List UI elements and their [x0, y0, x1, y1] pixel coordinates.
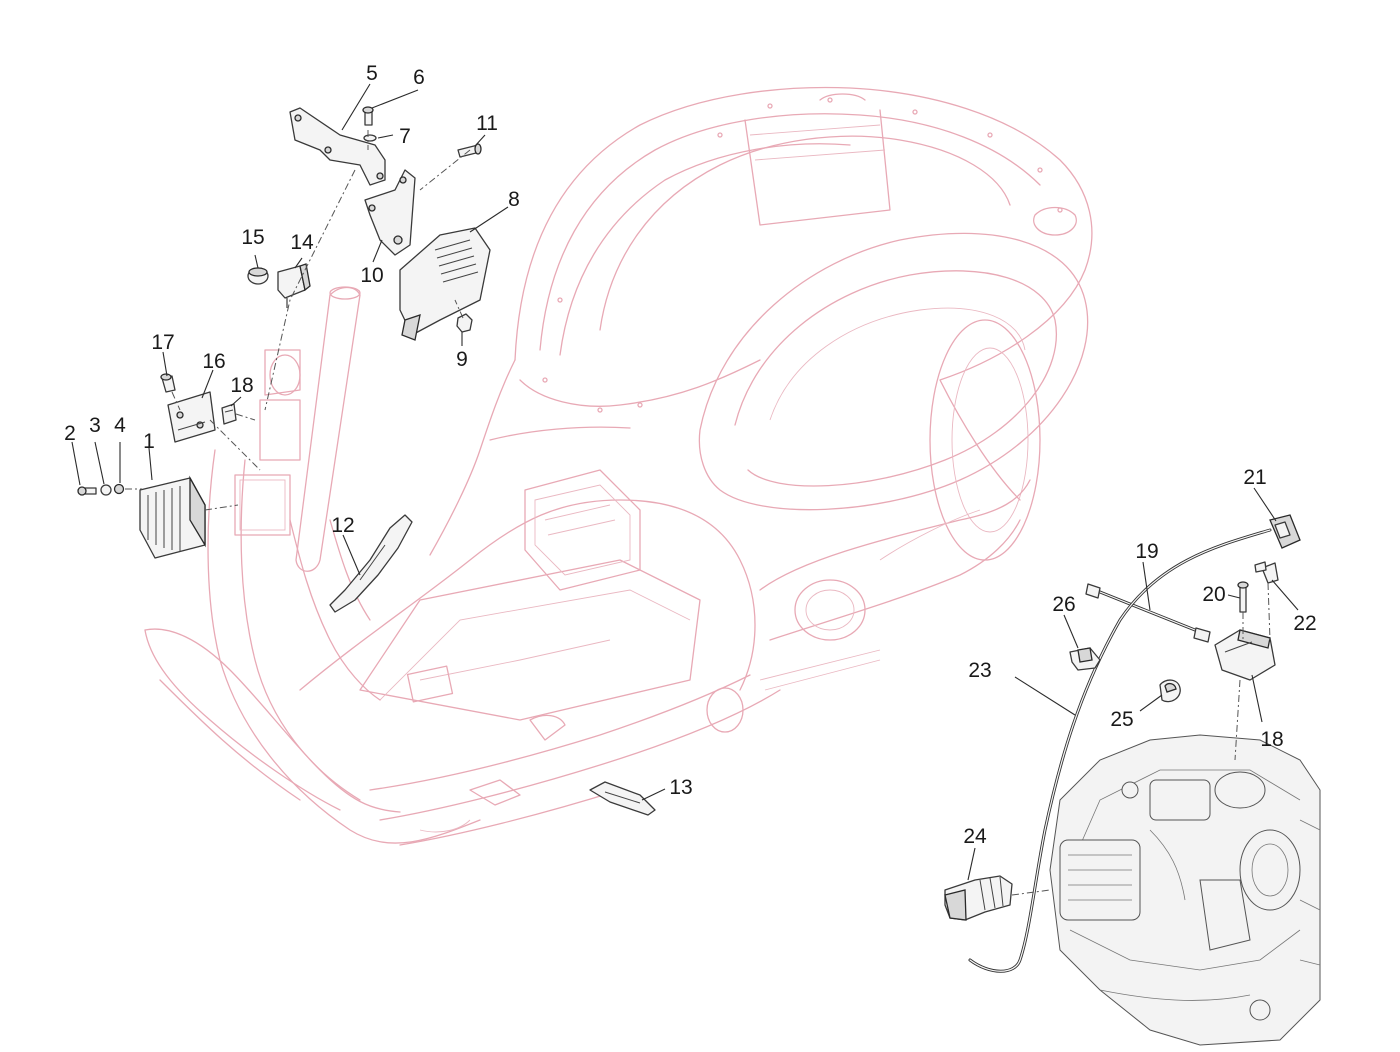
part-16-plate [167, 391, 216, 443]
callout-9: 9 [456, 348, 468, 371]
callout-15: 15 [241, 226, 264, 249]
part-14-relay [277, 263, 311, 308]
callout-13: 13 [669, 776, 692, 799]
part-17-screw [160, 373, 176, 393]
callout-16: 16 [202, 350, 225, 373]
callout-17: 17 [151, 331, 174, 354]
callout-labels: 1 2 3 4 5 6 7 8 9 10 11 12 13 14 15 16 1… [64, 62, 1317, 848]
part-19-sensor-wire [1085, 583, 1211, 643]
callout-7: 7 [399, 125, 411, 148]
callout-5: 5 [366, 62, 378, 85]
part-24-plug-cap [944, 875, 1051, 921]
part-9-nut [456, 313, 473, 333]
callout-21: 21 [1243, 466, 1266, 489]
part-5-bracket [289, 107, 386, 186]
callout-3: 3 [89, 414, 101, 437]
callout-11: 11 [476, 112, 498, 135]
callout-2: 2 [64, 422, 76, 445]
part-2-3-4-fasteners [77, 483, 142, 496]
part-12-guard [329, 514, 413, 613]
part-18-clip-left [221, 403, 237, 425]
callout-18-left: 18 [230, 374, 253, 397]
scooter-frame-outline [144, 86, 1093, 846]
callout-18-right: 18 [1260, 728, 1283, 751]
callout-22: 22 [1293, 612, 1316, 635]
assembly-lines [171, 130, 1271, 761]
callout-8: 8 [508, 188, 520, 211]
part-20-screw [1237, 581, 1249, 613]
part-26-clamp [1069, 647, 1101, 671]
part-15-sleeve [247, 267, 269, 285]
callout-10: 10 [360, 264, 383, 287]
leader-lines [71, 83, 1299, 881]
callout-4: 4 [114, 414, 126, 437]
part-18-ignition-coil [1214, 629, 1276, 681]
engine-assembly [1049, 734, 1321, 1046]
shell-screws [542, 97, 1063, 413]
callout-14: 14 [290, 231, 314, 254]
callout-1: 1 [143, 430, 155, 453]
callout-12: 12 [331, 514, 354, 537]
callout-6: 6 [413, 66, 425, 89]
part-8-control-unit [399, 227, 491, 341]
part-22-connector [1254, 561, 1279, 584]
callout-24: 24 [963, 825, 987, 848]
part-13-bracket [589, 781, 656, 816]
callout-20: 20 [1202, 583, 1225, 606]
callout-23: 23 [968, 659, 991, 682]
part-10-bracket [364, 169, 416, 256]
part-1-regulator [139, 475, 206, 559]
part-21-spark-cap [1269, 514, 1301, 549]
part-23-ht-cable [968, 528, 1272, 973]
callout-25: 25 [1110, 708, 1133, 731]
callout-19: 19 [1135, 540, 1158, 563]
part-6-7-screw-washer [362, 106, 377, 142]
callout-26: 26 [1052, 593, 1075, 616]
part-25-grommet [1159, 679, 1181, 703]
